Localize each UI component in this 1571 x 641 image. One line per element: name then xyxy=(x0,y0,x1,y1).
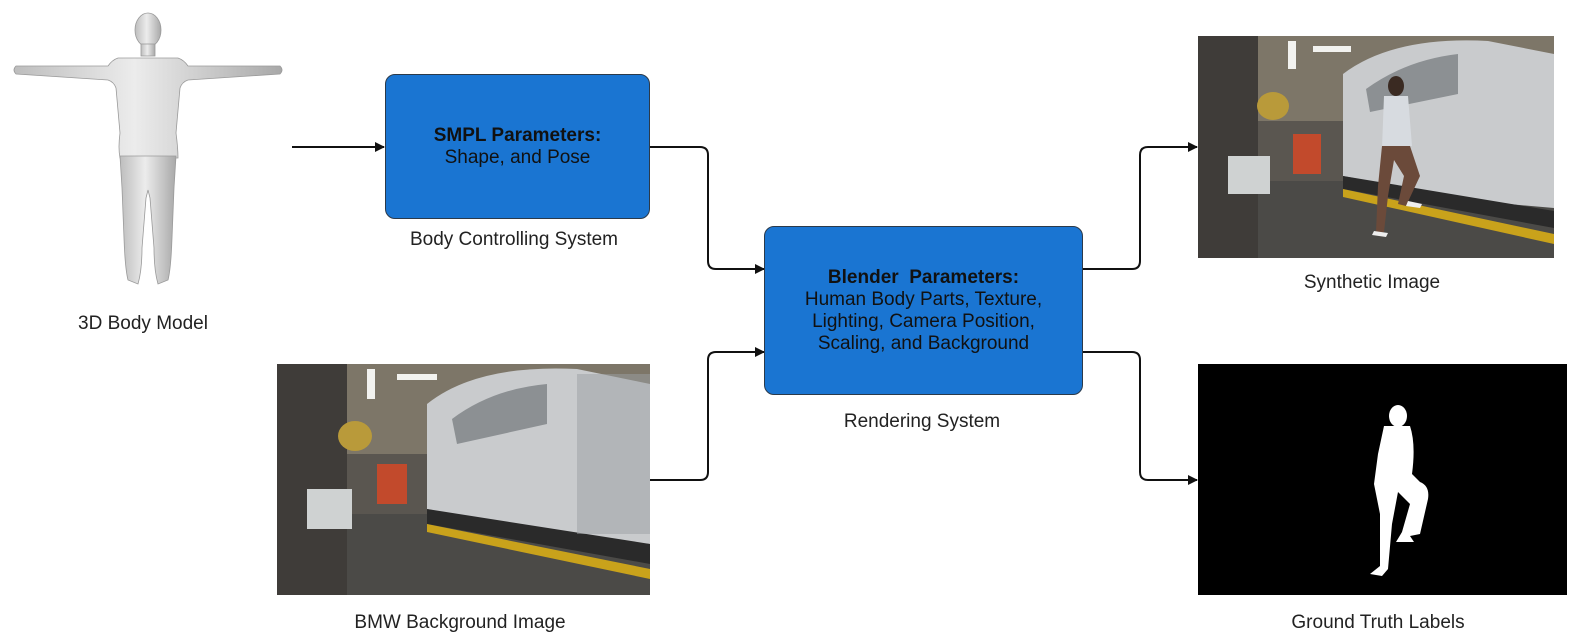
smpl-box-title: SMPL Parameters: xyxy=(433,124,602,146)
ground-truth-labels-image xyxy=(1198,364,1567,595)
caption-rendering-system: Rendering System xyxy=(843,411,1001,432)
smpl-box-line-1: Shape, and Pose xyxy=(444,146,591,168)
arrow-rendering-to-synthetic xyxy=(1083,142,1198,270)
arrow-background-to-rendering xyxy=(650,347,765,481)
caption-body-controlling-system: Body Controlling System xyxy=(409,229,619,250)
blender-box-title: Blender Parameters: xyxy=(827,266,1020,288)
blender-box-line-2: Lighting, Camera Position, xyxy=(812,310,1035,332)
caption-3d-body-model: 3D Body Model xyxy=(78,313,208,334)
ground-truth-silhouette xyxy=(1370,405,1429,576)
synthetic-image xyxy=(1198,36,1554,258)
bmw-background-image xyxy=(277,364,650,595)
body-model-figure xyxy=(13,12,283,285)
smpl-parameters-box: SMPL Parameters: Shape, and Pose xyxy=(385,74,650,219)
caption-bmw-background-image: BMW Background Image xyxy=(354,612,566,633)
caption-ground-truth-labels: Ground Truth Labels xyxy=(1291,612,1465,633)
blender-box-line-1: Human Body Parts, Texture, xyxy=(804,288,1043,310)
arrow-rendering-to-ground-truth xyxy=(1083,351,1198,485)
blender-parameters-box: Blender Parameters: Human Body Parts, Te… xyxy=(764,226,1083,395)
synthetic-human xyxy=(1372,76,1422,237)
caption-synthetic-image: Synthetic Image xyxy=(1303,272,1441,293)
arrow-smpl-to-rendering xyxy=(650,146,765,274)
blender-box-line-3: Scaling, and Background xyxy=(817,332,1030,354)
